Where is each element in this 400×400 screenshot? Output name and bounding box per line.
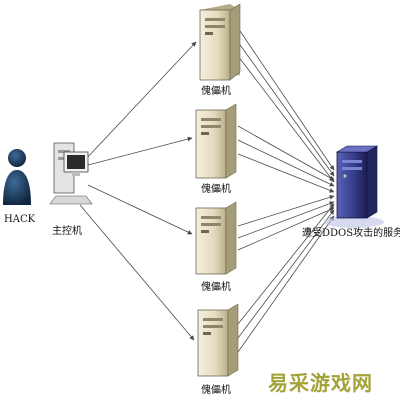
zombie-node-3: 傀儡机 [195, 201, 237, 293]
attack-link [237, 215, 335, 353]
server-icon [199, 3, 241, 81]
zombie-label: 傀儡机 [201, 182, 231, 195]
controller-label: 主控机 [52, 224, 82, 237]
attack-link [237, 194, 335, 227]
target-label: 遭受DDOS攻击的服务器 [302, 226, 400, 239]
zombie-node-4: 傀儡机 [197, 303, 239, 396]
attack-link [237, 27, 335, 171]
attack-link [237, 207, 335, 251]
attack-link [237, 153, 335, 193]
attack-link [237, 41, 335, 177]
zombie-node-2: 傀儡机 [195, 103, 237, 195]
attack-link [237, 125, 335, 181]
controller-node: 主控机 [49, 142, 93, 237]
hacker-person-icon [3, 149, 31, 205]
target-node: 遭受DDOS攻击的服务器 [302, 145, 400, 239]
zombie-label: 傀儡机 [201, 84, 231, 97]
zombie-label: 傀儡机 [201, 280, 231, 293]
attacker-node: HACK [3, 149, 36, 225]
link-controller-zombie-4 [79, 204, 195, 341]
link-controller-zombie-3 [87, 184, 193, 235]
attacker-label: HACK [4, 214, 36, 225]
attack-link [237, 55, 335, 183]
server-icon [197, 303, 239, 377]
computer-icon [49, 142, 93, 205]
controller-to-zombie-links [79, 41, 197, 341]
zombie-to-target-links [237, 27, 335, 353]
attack-link [237, 201, 335, 239]
attack-link [237, 209, 335, 339]
server-icon [195, 201, 237, 275]
server-icon [195, 103, 237, 179]
zombie-node-1: 傀儡机 [199, 3, 241, 97]
zombie-label: 傀儡机 [201, 383, 231, 396]
attack-link [237, 139, 335, 187]
attack-link [237, 203, 335, 325]
link-controller-zombie-1 [84, 41, 197, 161]
watermark-logo: 易采游戏网 [268, 371, 373, 395]
target-server-icon [324, 145, 384, 228]
link-controller-zombie-2 [87, 136, 193, 166]
